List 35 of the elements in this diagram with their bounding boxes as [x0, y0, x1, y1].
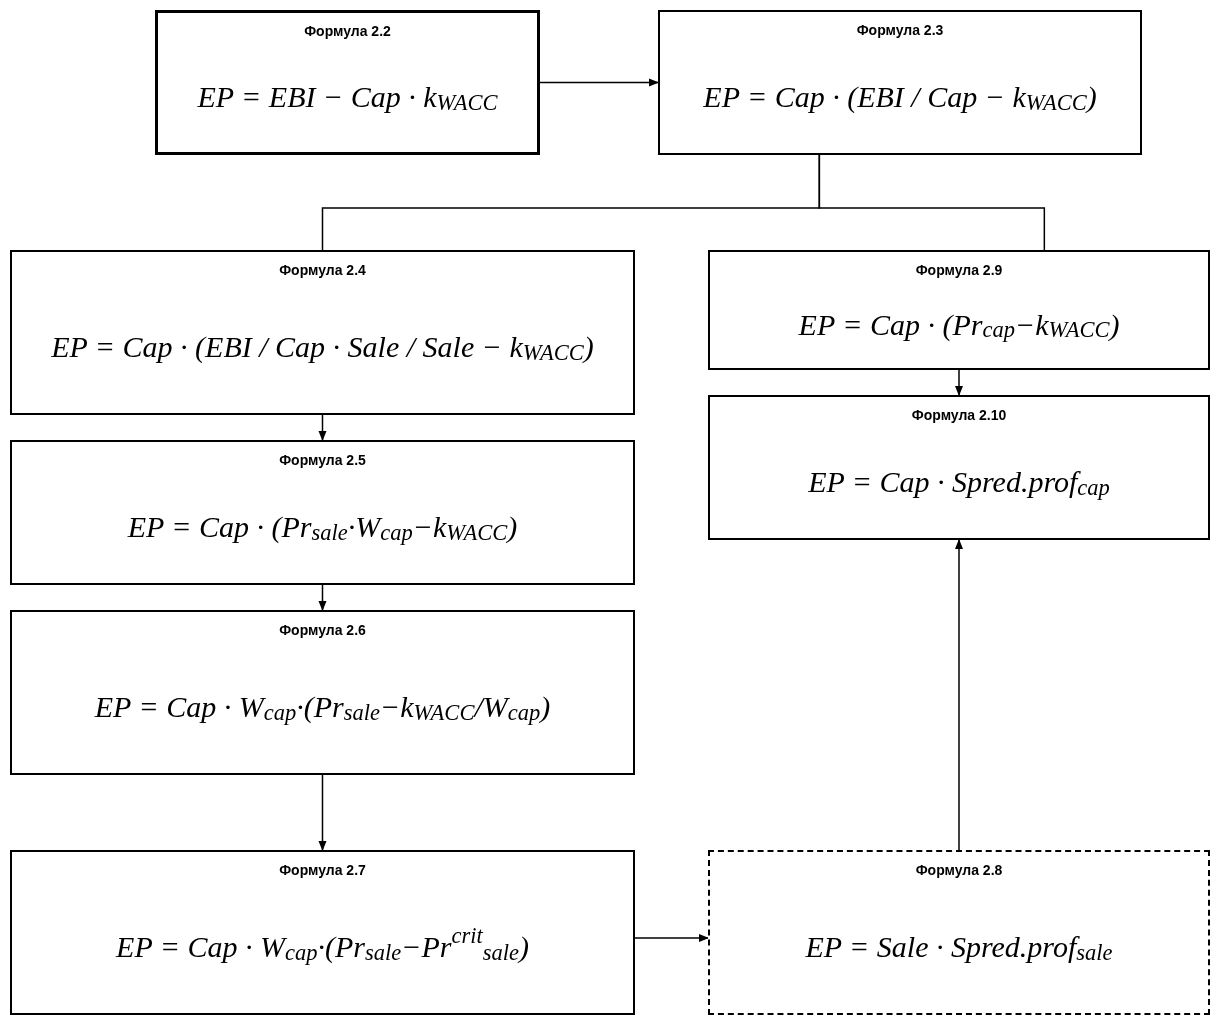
connector-line: [818, 154, 1046, 251]
formula-heading: Формула 2.6: [279, 621, 366, 640]
arrow: [318, 774, 327, 851]
arrow: [318, 584, 327, 611]
formula-box: [658, 10, 1142, 155]
formula-box: [155, 10, 540, 155]
formula-box: [10, 850, 635, 1015]
formula: EP = Sale · Spred.prof$_{sale}$: [805, 929, 1113, 967]
formula: EP = EBI − Cap · k$_{WACC}$: [197, 79, 498, 117]
formula-heading: Формула 2.7: [279, 861, 366, 880]
formula: EP = Cap · (EBI / Cap − k$_{WACC}$): [703, 79, 1097, 117]
formula-box: [708, 250, 1210, 370]
formula-heading: Формула 2.9: [915, 261, 1003, 280]
formula-heading: Формула 2.4: [279, 261, 366, 280]
formula-heading: Формула 2.2: [304, 22, 391, 41]
arrow: [955, 369, 963, 396]
formula: EP = Cap · (Pr$_{sale}$·W$_{cap}$−k$_{WACC}$): [127, 509, 518, 547]
formula: EP = Cap · Spred.prof$_{cap}$: [808, 464, 1110, 502]
formula-box: [708, 850, 1210, 1015]
arrow: [539, 78, 659, 87]
formula-heading: Формула 2.3: [856, 21, 944, 40]
formula-heading: Формула 2.5: [279, 451, 366, 470]
formula: EP = Cap · W$_{cap}$·(Pr$_{sale}$−k$_{WACC}$/W$_{cap}$): [94, 689, 551, 727]
formula-box: [10, 250, 635, 415]
arrow: [318, 414, 327, 441]
formula-box: [10, 610, 635, 775]
formula-heading: Формула 2.8: [915, 861, 1003, 880]
formula-heading: Формула 2.10: [911, 406, 1007, 425]
formula-box: [10, 440, 635, 585]
arrow: [955, 539, 963, 851]
arrow: [634, 934, 709, 942]
formula-box: [708, 395, 1210, 540]
formula: EP = Cap · W$_{cap}$·(Pr$_{sale}$−Pr$^{crit}$$_{sale}$): [116, 921, 529, 967]
formula: EP = Cap · (Pr$_{cap}$−k$_{WACC}$): [798, 306, 1120, 345]
formula: EP = Cap · (EBI / Cap · Sale / Sale − k$_{WACC}$): [51, 329, 594, 367]
